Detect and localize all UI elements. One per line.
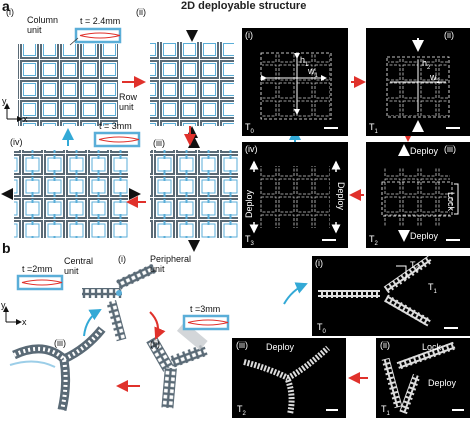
a-step-iv: (iv) xyxy=(10,137,23,147)
photo-b-ii-deploy: Deploy xyxy=(428,378,457,388)
b-axis-y: y xyxy=(1,300,6,310)
b-step-i: (i) xyxy=(118,254,126,264)
b-axis-x: x xyxy=(22,317,27,327)
photo-b-ii: (ii) Lock Deploy T1 xyxy=(376,338,470,418)
tc-peripheral-label: t =3mm xyxy=(190,304,221,314)
panel-a-letter: a xyxy=(2,0,10,14)
photo-b-iii-time: T2 xyxy=(237,404,246,417)
photo-arrow-b-cyan xyxy=(283,282,308,305)
a-step-i: (i) xyxy=(6,7,14,17)
row-unit-inset xyxy=(93,131,141,148)
photo-a-i-h: h1 xyxy=(300,55,309,68)
photo-a-iii-step: (iii) xyxy=(444,144,456,154)
peripheral-unit-label: Peripheral unit xyxy=(150,254,192,274)
grid-iii xyxy=(150,150,238,238)
a-step-ii: (ii) xyxy=(136,7,146,17)
photo-a-ii-time: T1 xyxy=(369,122,378,135)
photo-a-ii-h: h2 xyxy=(422,58,431,71)
column-unit-inset xyxy=(69,27,122,46)
central-unit-label: Central unit xyxy=(64,256,94,276)
grid-iv xyxy=(14,150,128,238)
photo-a-i-step: (i) xyxy=(245,30,253,40)
a-step-iii: (iii) xyxy=(153,138,165,148)
flow-arrow-b-iii-i xyxy=(83,309,102,337)
photo-b-i-step: (i) xyxy=(315,258,323,268)
a-axis-y: y xyxy=(2,96,7,106)
grid-i xyxy=(18,44,118,126)
tri-structure-i xyxy=(82,263,157,342)
photo-b-i-t2: T2 xyxy=(410,260,419,273)
a-axis-x: x xyxy=(23,114,28,124)
photo-a-iv-deploy-right: Deploy xyxy=(336,182,346,211)
peripheral-unit-inset xyxy=(182,314,230,331)
photo-a-iii-deploy-bottom: Deploy xyxy=(410,231,439,241)
photo-a-ii-step: (ii) xyxy=(444,30,454,40)
photo-b-iii-deploy: Deploy xyxy=(266,342,295,352)
photo-a-iii-time: T2 xyxy=(369,234,378,247)
photo-a-iv: (iv) Deploy Deploy T3 xyxy=(242,142,348,248)
tri-structure-ii xyxy=(146,321,208,409)
panel-b-letter: b xyxy=(2,240,11,256)
photo-a-ii-w: w2 xyxy=(430,72,440,85)
photo-a-iv-deploy-left: Deploy xyxy=(244,189,254,218)
photo-b-ii-lock: Lock xyxy=(422,342,442,352)
tri-structure-iii xyxy=(9,326,106,412)
photo-a-iii-deploy-top: Deploy xyxy=(410,146,439,156)
photo-a-iii: (iii) Deploy Lock Deploy T2 xyxy=(366,142,470,248)
photo-a-iii-lock: Lock xyxy=(446,192,456,212)
flow-arrow-b-i-ii xyxy=(149,311,166,340)
photo-b-iii-step: (iii) xyxy=(236,340,248,350)
panel-a-title: 2D deployable structure xyxy=(181,0,307,12)
photo-b-ii-step: (ii) xyxy=(380,340,390,350)
tc-central-label: t =2mm xyxy=(22,264,53,274)
b-step-ii: (ii) xyxy=(150,339,160,349)
row-unit-label: Row unit xyxy=(119,92,138,112)
photo-a-ii: (ii) h2 w2 T1 xyxy=(366,28,470,136)
axes-b xyxy=(2,306,22,325)
photo-a-i: (i) h1 w1 T0 xyxy=(242,28,348,136)
tc-column-label: t = 2.4mm xyxy=(80,16,121,26)
central-unit-inset xyxy=(16,274,64,291)
photo-a-iv-time: T3 xyxy=(245,234,254,247)
photo-a-i-w: w1 xyxy=(308,66,318,79)
photo-a-i-time: T0 xyxy=(245,122,254,135)
photo-a-iv-step: (iv) xyxy=(245,144,258,154)
axes-a xyxy=(3,103,23,122)
photo-b-i: (i) T2 T1 T0 xyxy=(312,256,470,336)
photo-b-i-t1: T1 xyxy=(428,282,437,295)
photo-b-iii: (iii) Deploy T2 xyxy=(232,338,346,418)
grid-ii xyxy=(150,42,234,126)
b-step-iii: (iii) xyxy=(54,338,66,348)
tc-row-label: t = 3mm xyxy=(99,121,132,131)
photo-b-ii-time: T1 xyxy=(381,404,390,417)
photo-b-i-time: T0 xyxy=(317,322,326,335)
column-unit-label: Column unit xyxy=(27,15,59,35)
